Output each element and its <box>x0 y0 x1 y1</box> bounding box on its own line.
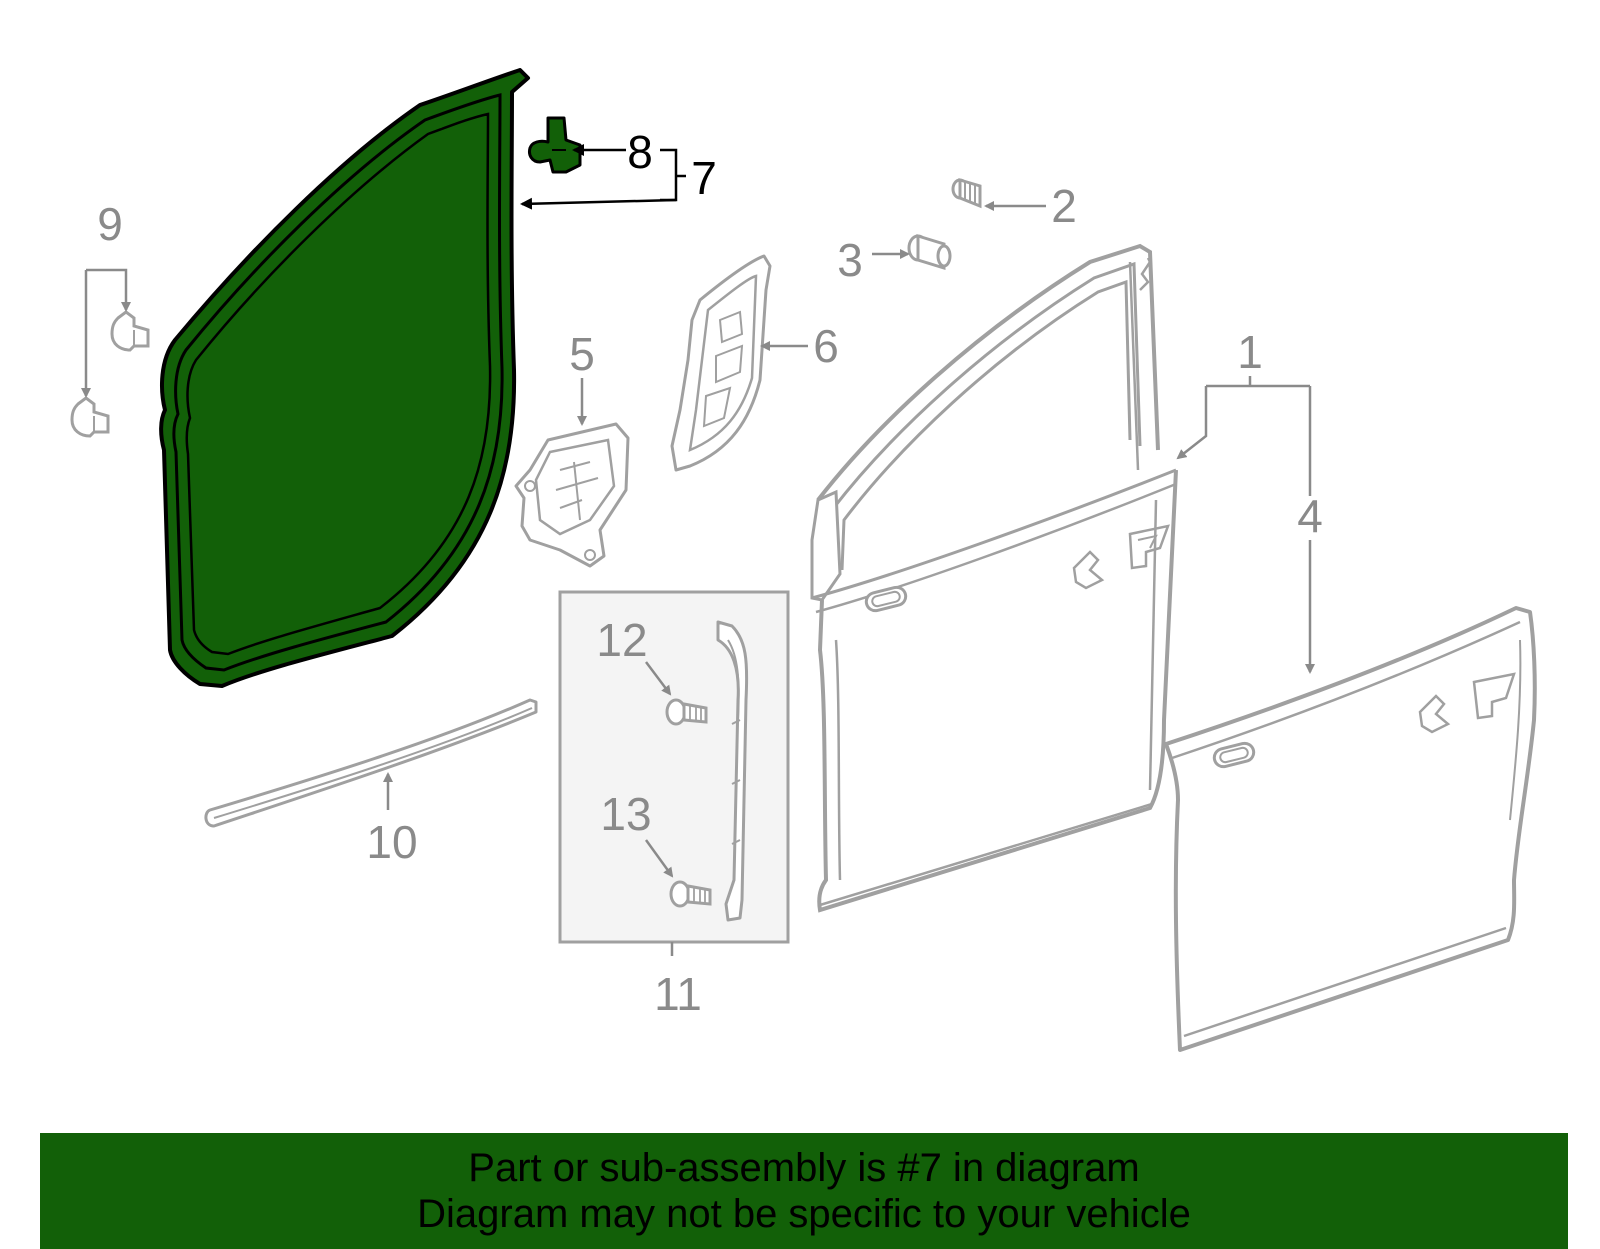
part-4-outer-skin[interactable] <box>1164 606 1537 1052</box>
callout-7: 7 <box>691 152 717 204</box>
part-5-bracket[interactable] <box>514 422 630 568</box>
part-12-bolt-icon[interactable] <box>665 698 708 726</box>
callout-8: 8 <box>627 126 653 178</box>
callout-9: 9 <box>97 198 123 250</box>
part-6-reinforcement[interactable] <box>670 254 772 472</box>
part-1-door-shell[interactable] <box>810 243 1178 913</box>
part-3-door-bumper[interactable] <box>907 233 952 271</box>
part-13-bolt-icon[interactable] <box>669 880 712 908</box>
part-7-door-weatherstrip[interactable] <box>159 68 530 688</box>
banner-line-disclaimer: Diagram may not be specific to your vehi… <box>417 1192 1191 1236</box>
leader-lines <box>81 144 1315 956</box>
callout-3: 3 <box>837 234 863 286</box>
info-banner: Part or sub-assembly is #7 in diagram Di… <box>40 1133 1568 1249</box>
part-9-clip-upper[interactable] <box>110 310 150 352</box>
part-2-door-bumper[interactable] <box>951 177 982 209</box>
callout-2: 2 <box>1051 180 1077 232</box>
callout-5: 5 <box>569 328 595 380</box>
callout-4: 4 <box>1297 490 1323 542</box>
callout-12: 12 <box>596 614 647 666</box>
banner-background <box>40 1133 1568 1249</box>
callout-11: 11 <box>654 968 702 1020</box>
callout-10: 10 <box>366 816 417 868</box>
part-8-clip[interactable] <box>528 116 582 174</box>
callout-labels: 1 2 3 4 5 6 7 8 9 10 11 12 13 <box>97 126 1323 1020</box>
callout-1: 1 <box>1237 326 1263 378</box>
callout-6: 6 <box>813 320 839 372</box>
part-10-molding[interactable] <box>204 698 538 828</box>
banner-line-part-number: Part or sub-assembly is #7 in diagram <box>468 1146 1140 1190</box>
part-9-clip-lower[interactable] <box>70 396 110 438</box>
callout-13: 13 <box>600 788 651 840</box>
